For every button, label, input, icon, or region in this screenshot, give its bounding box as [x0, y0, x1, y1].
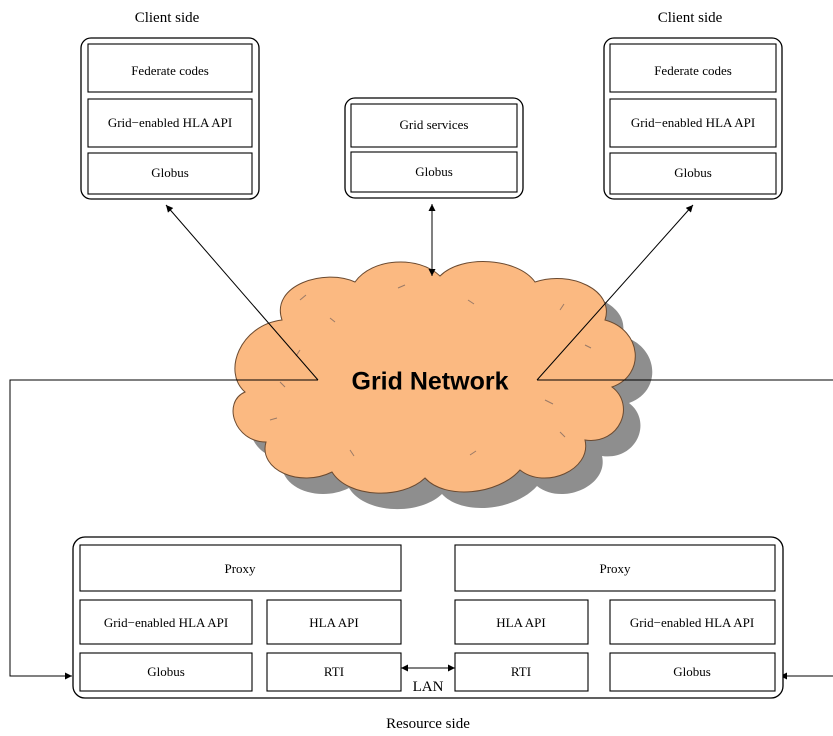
resource-right-rti-box: [454, 652, 589, 692]
arrow-cloud-to-left-client: [165, 204, 319, 381]
resource-left-proxy-label: Proxy: [224, 561, 256, 576]
resource-left-rti-box: [266, 652, 402, 692]
resource-right-proxy-label: Proxy: [599, 561, 631, 576]
resource-left-rti-label: RTI: [324, 664, 344, 679]
client-right-stack: Federate codes Grid−enabled HLA API Glob…: [603, 37, 783, 200]
grid-services-stack: Grid services Globus: [344, 97, 524, 199]
client-side-right-caption: Client side: [658, 10, 723, 26]
resource-right-hla-api-box: [454, 599, 589, 645]
client-left-stack: Federate codes Grid−enabled HLA API Glob…: [80, 37, 260, 200]
grid-services-globus-box: [350, 151, 518, 193]
client-left-globus-label: Globus: [151, 165, 189, 180]
resource-right-proxy-box: [454, 544, 776, 592]
client-left-federate-label: Federate codes: [131, 63, 209, 78]
resource-left-globus-label: Globus: [147, 664, 185, 679]
client-right-grid-api-label: Grid−enabled HLA API: [631, 115, 755, 130]
client-left-grid-api-box: [87, 98, 253, 148]
resource-left-hla-api-label: HLA API: [309, 615, 358, 630]
resource-left-grid-api-label: Grid−enabled HLA API: [104, 615, 228, 630]
cloud-body: [232, 261, 636, 494]
client-left-grid-api-label: Grid−enabled HLA API: [108, 115, 232, 130]
resource-left-hla-api-box: [266, 599, 402, 645]
arrow-cloud-to-right-client: [536, 204, 694, 381]
resource-right-hla-api-label: HLA API: [496, 615, 545, 630]
resource-left-grid-api-box: [79, 599, 253, 645]
grid-services-box: [350, 103, 518, 148]
resource-right-grid-api-label: Grid−enabled HLA API: [630, 615, 754, 630]
resource-left-proxy-box: [79, 544, 402, 592]
resource-right-globus-label: Globus: [673, 664, 711, 679]
client-right-globus-label: Globus: [674, 165, 712, 180]
client-right-federate-box: [609, 43, 777, 93]
lan-label: LAN: [413, 679, 444, 695]
client-left-federate-box: [87, 43, 253, 93]
resource-left-globus-box: [79, 652, 253, 692]
client-side-left-caption: Client side: [135, 10, 200, 26]
line-cloud-to-resource-left: [9, 379, 318, 680]
cloud-texture: [269, 284, 592, 457]
grid-network-cloud: Grid Network: [232, 261, 653, 510]
client-right-grid-api-box: [609, 98, 777, 148]
resource-side-caption: Resource side: [386, 716, 470, 732]
resource-right-rti-label: RTI: [511, 664, 531, 679]
resource-side-frame-group: Proxy Grid−enabled HLA API HLA API Globu…: [72, 536, 784, 699]
client-left-globus-box: [87, 152, 253, 195]
grid-services-label: Grid services: [400, 117, 469, 132]
client-right-globus-box: [609, 152, 777, 195]
grid-services-globus-label: Globus: [415, 164, 453, 179]
client-right-federate-label: Federate codes: [654, 63, 732, 78]
grid-network-label: Grid Network: [352, 368, 509, 396]
resource-right-globus-box: [609, 652, 776, 692]
resource-right-grid-api-box: [609, 599, 776, 645]
